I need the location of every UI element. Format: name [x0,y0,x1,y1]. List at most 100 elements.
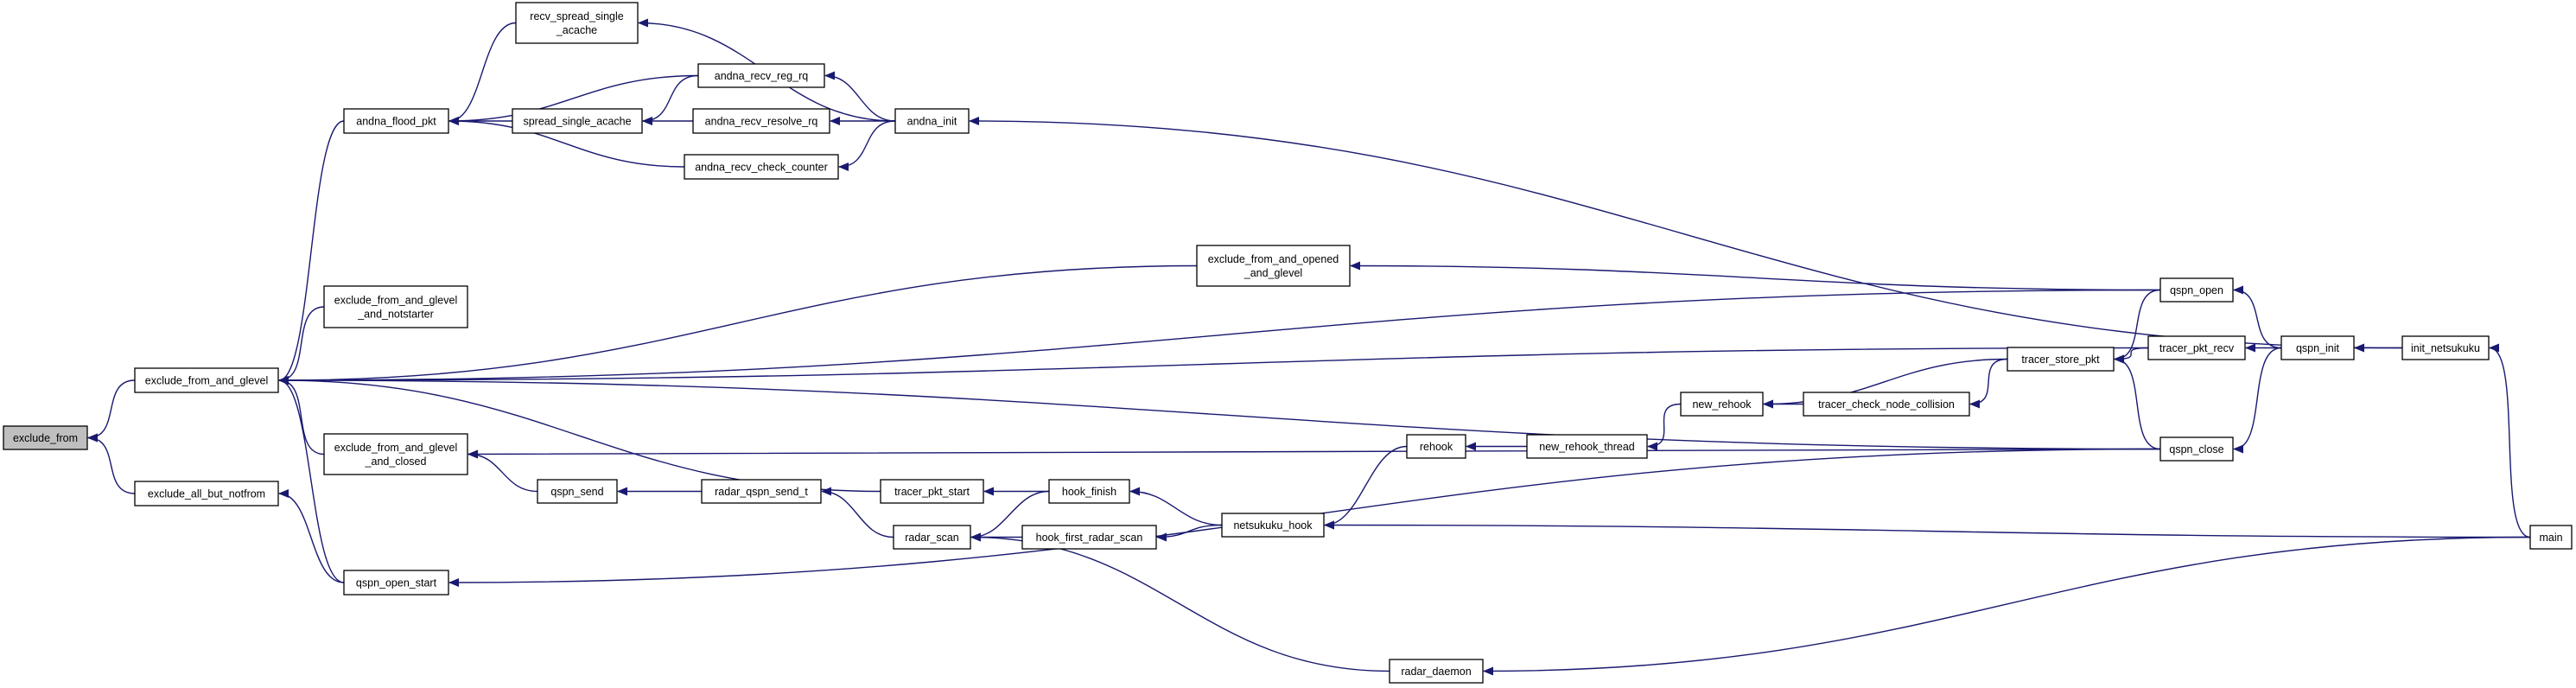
edge-tracer-store-pkt-to-tracer-check-node-collision [1969,358,2008,409]
node-label: radar_scan [905,532,959,544]
edge-exclude-from-and-opened-and-glevel-to-exclude-from-and-glevel [278,264,1198,385]
edge-exclude-from-and-glevel-and-closed-to-exclude-from-and-glevel [278,376,325,455]
node-exclude-from-and-glevel-and-closed[interactable]: exclude_from_and_glevel_and_closed [323,433,468,475]
node-box [515,2,639,44]
node-box [1406,434,1466,459]
node-box [134,367,279,393]
node-qspn-open-start[interactable]: qspn_open_start [343,570,449,596]
node-radar-qspn-send-t[interactable]: radar_qspn_send_t [701,479,822,504]
node-andna-recv-reg-rq[interactable]: andna_recv_reg_rq [697,63,825,88]
node-radar-scan[interactable]: radar_scan [893,525,971,550]
edge-exclude-all-but-notfrom-to-exclude-from [87,433,136,494]
node-label: andna_recv_resolve_rq [705,116,818,128]
node-label: exclude_all_but_notfrom [148,488,265,500]
node-andna-recv-resolve-rq[interactable]: andna_recv_resolve_rq [692,108,830,134]
node-qspn-open[interactable]: qspn_open [2159,277,2234,303]
node-exclude-from-and-glevel[interactable]: exclude_from_and_glevel [134,367,279,393]
node-label: new_rehook_thread [1539,441,1635,453]
node-box [134,481,279,506]
node-label: radar_daemon [1401,666,1471,678]
edge-rehook-to-netsukuku-hook [1324,445,1408,530]
node-label: _acache [556,24,597,36]
edge-radar-scan-to-radar-qspn-send-t [821,487,894,538]
edge-qspn-send-to-exclude-from-and-glevel-and-closed [467,449,538,493]
node-qspn-send[interactable]: qspn_send [537,479,618,504]
node-radar-daemon[interactable]: radar_daemon [1389,659,1484,684]
node-label: _and_glevel [1243,267,1302,279]
node-exclude-from[interactable]: exclude_from [3,425,88,450]
edge-qspn-close-to-exclude-from-and-glevel-and-closed [467,448,2161,459]
node-label: qspn_open [2170,284,2223,296]
edge-qspn-open-start-to-exclude-from-and-glevel [278,376,345,583]
node-label: init_netsukuku [2411,342,2480,354]
node-label: andna_flood_pkt [356,116,436,128]
node-box [1803,392,1970,417]
node-label: netsukuku_hook [1233,519,1313,532]
node-recv-spread-single-acache[interactable]: recv_spread_single _acache [515,2,639,44]
node-tracer-store-pkt[interactable]: tracer_store_pkt [2007,347,2115,372]
node-box [692,108,830,134]
node-box [893,525,971,550]
edge-qspn-init-to-qspn-open [2233,285,2282,349]
node-box [2159,436,2234,462]
node-andna-flood-pkt[interactable]: andna_flood_pkt [343,108,449,134]
node-exclude-from-and-glevel-and-notstarter[interactable]: exclude_from_and_glevel_and_notstarter [323,285,468,328]
node-new-rehook-thread[interactable]: new_rehook_thread [1526,434,1648,459]
node-label: spread_single_acache [523,116,631,128]
node-tracer-pkt-start[interactable]: tracer_pkt_start [880,479,984,504]
node-spread-single-acache[interactable]: spread_single_acache [512,108,643,134]
node-tracer-pkt-recv[interactable]: tracer_pkt_recv [2147,335,2246,360]
node-box [2159,277,2234,303]
node-andna-init[interactable]: andna_init [894,108,970,134]
node-label: recv_spread_single [530,10,623,22]
node-box [2529,525,2573,550]
node-exclude-from-and-opened-and-glevel[interactable]: exclude_from_and_opened _and_glevel [1196,245,1351,287]
node-label: exclude_from_and_opened [1208,253,1339,265]
node-box [323,285,468,328]
node-label: hook_finish [1062,486,1116,498]
edge-netsukuku-hook-to-hook-first-radar-scan [1156,524,1223,542]
node-label: andna_recv_reg_rq [715,70,808,82]
node-box [1021,525,1157,550]
node-label: qspn_close [2169,443,2223,455]
edge-andna-recv-reg-rq-to-andna-flood-pkt [448,74,699,125]
edge-tracer-pkt-recv-to-exclude-from-and-glevel [278,347,2149,385]
node-label: _and_notstarter [357,309,434,321]
node-box [1526,434,1648,459]
node-rehook[interactable]: rehook [1406,434,1466,459]
node-hook-first-radar-scan[interactable]: hook_first_radar_scan [1021,525,1157,550]
node-qspn-init[interactable]: qspn_init [2280,335,2355,360]
node-label: rehook [1420,441,1453,453]
node-box [343,570,449,596]
node-main[interactable]: main [2529,525,2573,550]
edge-hook-finish-to-radar-scan [970,490,1050,542]
node-label: main [2539,532,2562,544]
edge-qspn-open-start-to-exclude-all-but-notfrom [278,489,345,583]
edge-qspn-close-to-tracer-store-pkt [2114,354,2161,450]
edge-radar-daemon-to-radar-scan [970,532,1390,672]
node-hook-finish[interactable]: hook_finish [1048,479,1130,504]
edge-andna-flood-pkt-to-exclude-from-and-glevel [278,120,345,385]
node-label: new_rehook [1692,398,1752,411]
edge-qspn-init-to-qspn-close [2233,347,2282,454]
node-qspn-close[interactable]: qspn_close [2159,436,2234,462]
node-new-rehook[interactable]: new_rehook [1680,392,1764,417]
node-label: qspn_open_start [356,577,437,589]
node-box [1196,245,1351,287]
node-box [1680,392,1764,417]
edge-tracer-pkt-recv-to-tracer-store-pkt [2114,347,2149,364]
edge-recv-spread-single-acache-to-andna-flood-pkt [448,22,517,125]
node-init-netsukuku[interactable]: init_netsukuku [2401,335,2490,360]
node-box [880,479,984,504]
edge-main-to-radar-daemon [1483,536,2531,676]
edge-qspn-close-to-exclude-from-and-glevel [278,376,2161,450]
node-andna-recv-check-counter[interactable]: andna_recv_check_counter [684,154,839,180]
node-label: exclude_from_and_glevel [334,442,457,454]
node-netsukuku-hook[interactable]: netsukuku_hook [1221,513,1325,538]
node-tracer-check-node-collision[interactable]: tracer_check_node_collision [1803,392,1970,417]
node-exclude-all-but-notfrom[interactable]: exclude_all_but_notfrom [134,481,279,506]
node-box [2007,347,2115,372]
node-box [1221,513,1325,538]
edge-qspn-open-to-exclude-from-and-glevel [278,289,2161,385]
